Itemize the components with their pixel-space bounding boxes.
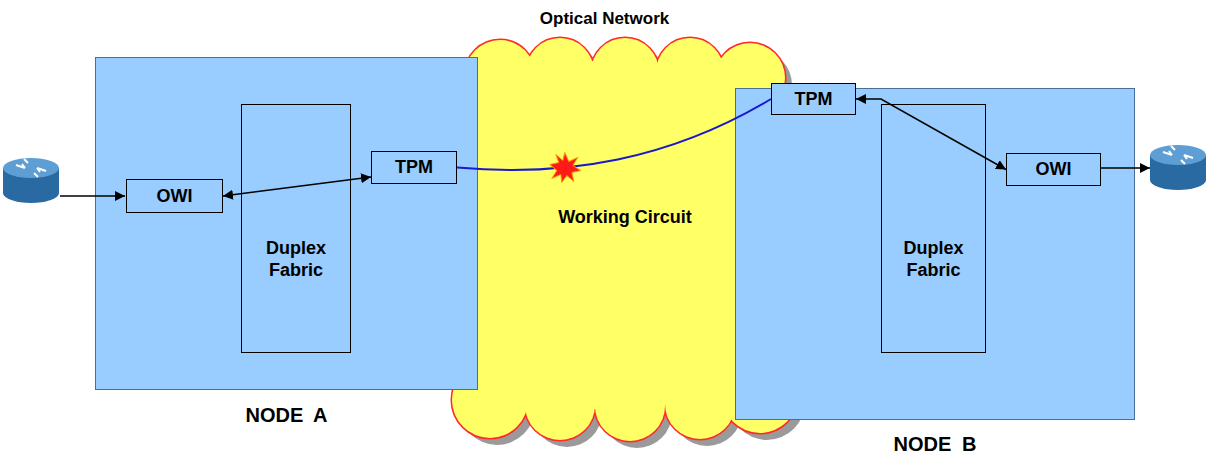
router-icon <box>3 158 59 203</box>
node-housing: NODE AOWIDuplex FabricTPM <box>95 57 478 390</box>
fabric-box: Duplex Fabric <box>881 104 986 353</box>
circuit-line <box>457 99 771 170</box>
fault-star <box>550 153 581 183</box>
interface-box: OWI <box>126 179 223 213</box>
interface-box: TPM <box>371 151 457 184</box>
box-label: Duplex Fabric <box>882 237 985 281</box>
node-label: NODE A <box>96 404 477 427</box>
node-label: NODE B <box>736 433 1134 456</box>
fabric-box: Duplex Fabric <box>241 104 351 353</box>
diagram-title: Optical Network <box>540 9 669 28</box>
router-wire <box>60 195 125 197</box>
interface-box: OWI <box>1006 153 1101 186</box>
interface-box: TPM <box>771 83 856 115</box>
box-label: Duplex Fabric <box>242 237 350 281</box>
circuit-label: Working Circuit <box>558 207 692 227</box>
router-icon <box>1150 145 1206 190</box>
box-label: OWI <box>1036 159 1072 180</box>
box-label: TPM <box>395 157 433 178</box>
box-label: OWI <box>157 186 193 207</box>
node-housing: NODE BTPMDuplex FabricOWI <box>735 88 1135 420</box>
box-label: TPM <box>795 89 833 110</box>
title-wrap: Optical Network <box>0 9 1209 29</box>
router-wire <box>1100 167 1150 169</box>
label-wrap: Working Circuit <box>475 207 775 228</box>
